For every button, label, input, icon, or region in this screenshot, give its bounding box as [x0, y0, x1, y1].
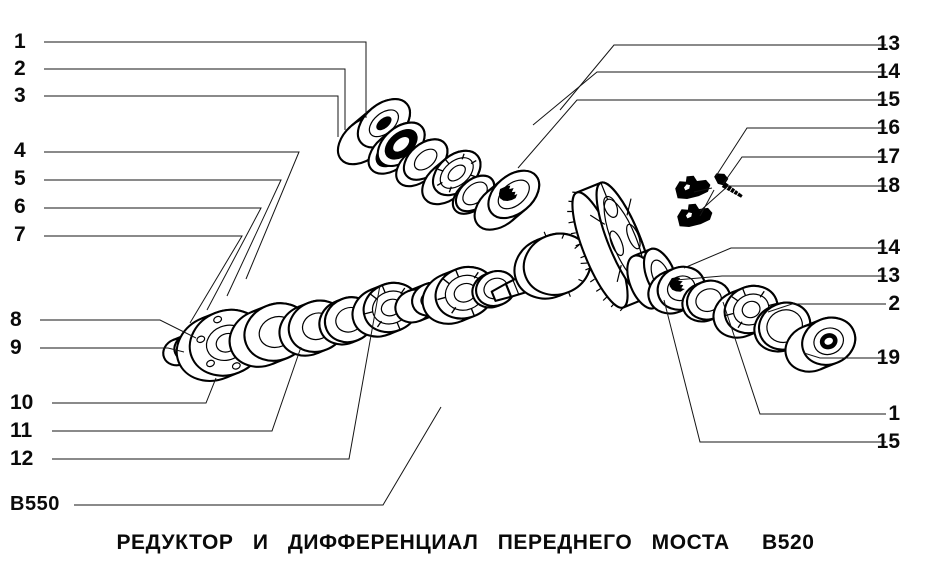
callout-label-left-3: 4: [14, 139, 26, 162]
leader-line-right-9: [803, 352, 886, 359]
callout-label-right-5: 18: [876, 174, 900, 197]
leader-line-left-8: [40, 347, 185, 353]
callout-label-left-1: 2: [14, 57, 26, 80]
callout-label-left-8: 9: [10, 336, 22, 359]
figure-caption: РЕДУКТОР И ДИФФЕРЕНЦИАЛ ПЕРЕДНЕГО МОСТА …: [116, 531, 815, 554]
leader-line-left-1: [44, 68, 346, 130]
leader-line-right-11: [663, 299, 886, 443]
callout-label-right-11: 15: [876, 430, 900, 453]
leader-line-left-4: [44, 179, 282, 297]
leader-line-right-3: [715, 127, 886, 177]
leader-line-left-6: [44, 235, 243, 324]
leader-line-left-9: [52, 377, 217, 404]
callout-label-left-6: 7: [14, 223, 26, 246]
callout-label-left-10: 11: [10, 419, 33, 442]
callout-label-left-7: 8: [10, 308, 22, 331]
callout-label-left-11: 12: [10, 447, 34, 470]
leader-line-left-0: [44, 41, 367, 118]
callout-label-right-2: 15: [876, 88, 900, 111]
callout-label-left-2: 3: [14, 84, 26, 107]
callout-label-left-0: 1: [14, 30, 26, 53]
callout-label-right-9: 19: [876, 346, 900, 369]
callout-label-right-6: 14: [876, 236, 900, 259]
leader-line-left-11: [52, 284, 381, 460]
leader-line-right-2: [517, 99, 886, 169]
leader-line-right-8: [767, 303, 886, 313]
callout-label-right-8: 2: [888, 292, 900, 315]
callout-label-left-9: 10: [10, 391, 34, 414]
callout-label-right-3: 16: [876, 116, 900, 139]
callout-label-left-4: 5: [14, 167, 26, 190]
leader-line-left-3: [44, 151, 300, 280]
right-side-bearing-stack: [647, 265, 857, 373]
differential-carrier-with-ring-gear: [513, 181, 679, 312]
leader-lines-left: [40, 41, 442, 506]
leader-line-left-5: [44, 207, 262, 311]
pinion-shaft-assembly-left: [162, 252, 576, 382]
leader-line-right-7: [675, 275, 886, 281]
leader-line-left-10: [52, 346, 302, 432]
leader-line-right-6: [683, 247, 886, 269]
leader-line-left-7: [40, 319, 197, 339]
leader-line-right-1: [532, 71, 886, 126]
pinion-bearing-stack-upper: [336, 98, 541, 231]
callout-label-left-5: 6: [14, 195, 26, 218]
leader-line-right-10: [722, 301, 886, 415]
leader-line-left-12: [74, 406, 442, 506]
callout-label-left-12: B550: [10, 493, 60, 515]
callout-label-right-7: 13: [876, 264, 900, 287]
leader-line-right-5: [699, 185, 886, 212]
leader-lines-right: [517, 44, 886, 443]
callout-label-right-0: 13: [876, 32, 900, 55]
callout-label-right-4: 17: [876, 145, 900, 168]
leader-line-left-2: [44, 95, 339, 137]
lock-plates-and-bolt: [675, 173, 743, 227]
callout-label-right-1: 14: [876, 60, 900, 83]
callout-label-right-10: 1: [888, 402, 900, 425]
leader-line-right-4: [722, 156, 886, 185]
